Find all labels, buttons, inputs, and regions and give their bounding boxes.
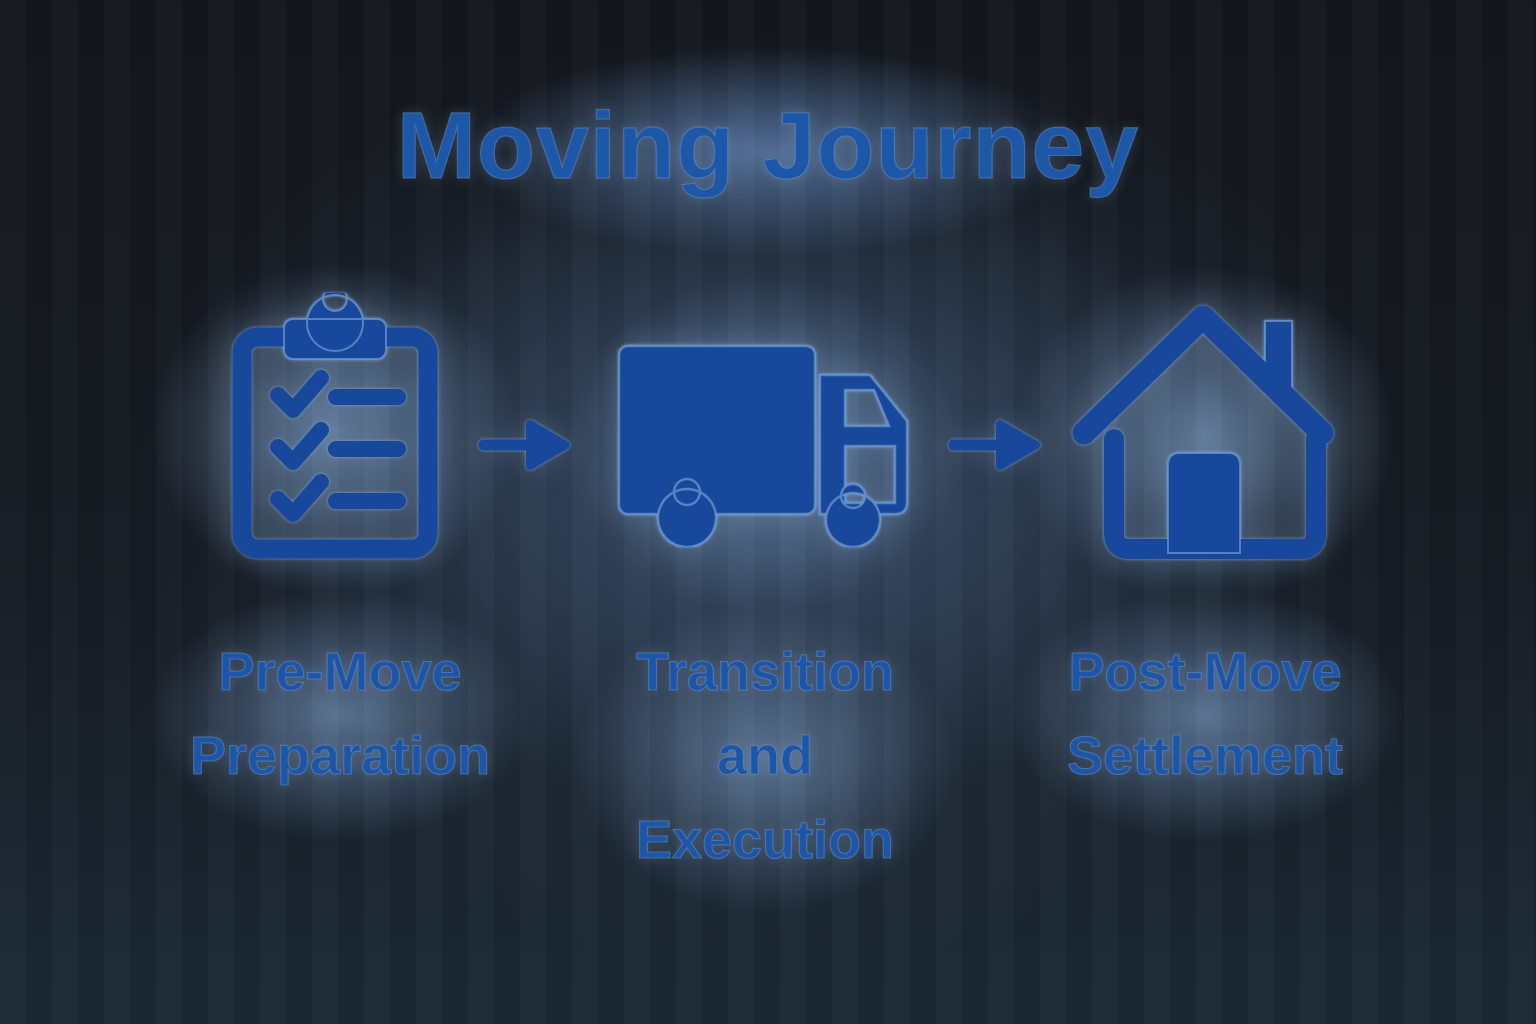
stage-label-line: Post-Move: [1068, 641, 1342, 702]
house-icon: [1072, 305, 1334, 559]
house-roof: [1072, 305, 1334, 445]
stage-label-line: and: [716, 725, 813, 786]
truck-wheel: [824, 482, 882, 547]
stage-label-line: Settlement: [1066, 725, 1344, 786]
stage-label-transition: Transition and Execution: [545, 630, 985, 882]
stage-label-line: Pre-Move: [218, 641, 462, 702]
arrow-right-icon: [948, 420, 1040, 470]
checkmark-icon: [270, 422, 329, 470]
moving-truck-icon: [618, 344, 909, 547]
diagram-title: Moving Journey: [396, 92, 1140, 199]
truck-box: [618, 344, 817, 516]
truck-cab: [818, 373, 909, 516]
stage-label-line: Execution: [635, 809, 895, 870]
stage-label-pre-move: Pre-Move Preparation: [120, 630, 560, 798]
arrow-right-icon: [478, 420, 570, 470]
checkmark-icon: [270, 370, 329, 418]
checkmark-icon: [270, 474, 329, 522]
clipboard-clip: [283, 293, 387, 360]
truck-wheel: [656, 477, 718, 547]
stage-label-line: Preparation: [189, 725, 491, 786]
stage-label-line: Transition: [635, 641, 895, 702]
stage-label-post-move: Post-Move Settlement: [985, 630, 1425, 798]
clipboard-checklist-icon: [232, 293, 438, 559]
house-door: [1167, 452, 1241, 554]
